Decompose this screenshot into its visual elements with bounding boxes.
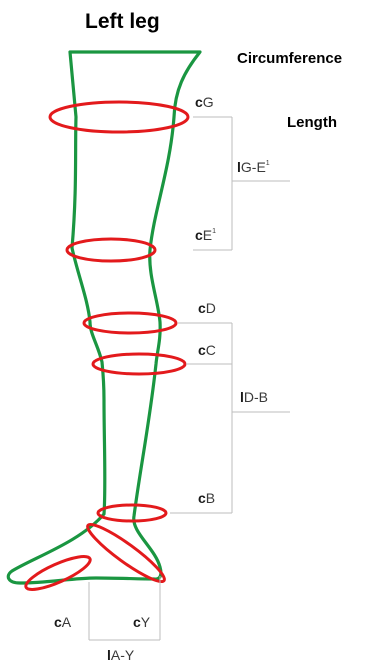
ring-cB [96, 503, 168, 523]
ring-cE1 [65, 237, 157, 263]
label-lD-B: lD-B [240, 389, 268, 405]
label-cB: cB [198, 490, 215, 506]
page-title: Left leg [85, 10, 160, 33]
legend-circumference: Circumference [237, 50, 342, 67]
label-lA-Y: lA-Y [107, 647, 135, 663]
ring-cG [48, 100, 190, 134]
ring-cY [86, 522, 166, 584]
label-lG-E1: lG-E1 [237, 159, 270, 175]
legend-length: Length [287, 114, 337, 131]
leg-outline [6, 50, 202, 585]
label-cD: cD [198, 300, 216, 316]
ring-cA [24, 555, 92, 591]
label-cY: cY [133, 614, 151, 630]
label-cE1: cE1 [195, 227, 216, 243]
circumference-rings [24, 100, 190, 591]
label-cA: cA [54, 614, 72, 630]
label-cG: cG [195, 94, 214, 110]
guide-lines [88, 116, 290, 641]
label-cC: cC [198, 342, 216, 358]
ring-cD [82, 311, 178, 335]
ring-cC [91, 352, 187, 376]
